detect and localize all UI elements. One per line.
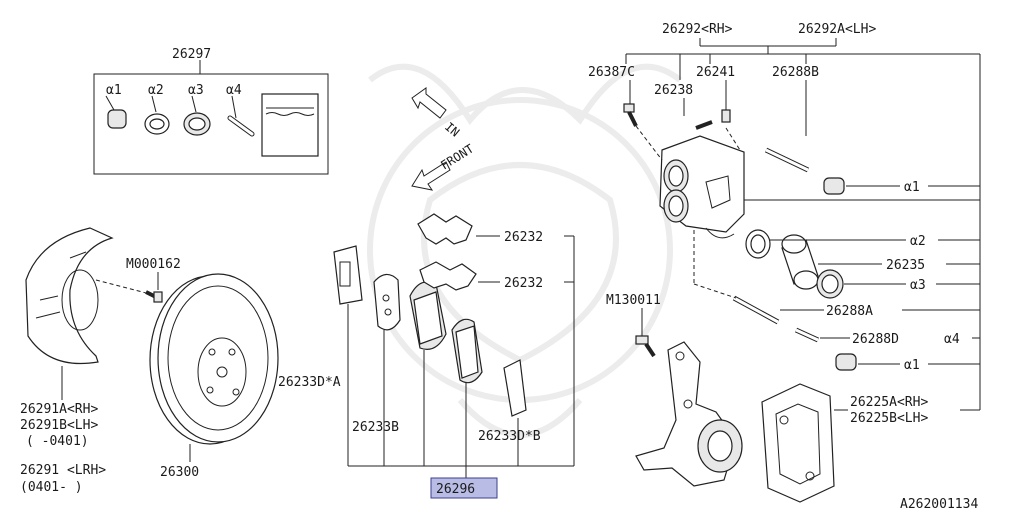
- pin-26288b: [764, 80, 810, 173]
- pin-26238-label: 26238: [654, 83, 693, 98]
- front-arrow: FRONT: [411, 142, 476, 191]
- bolt-26387c-label: 26387C: [588, 65, 635, 80]
- ref-a1-bottom-label: α1: [904, 358, 920, 373]
- pad-shim-a: [333, 245, 363, 305]
- ref-a1-top-label: α1: [904, 180, 920, 195]
- caliper-rh-label: 26292<RH>: [662, 22, 733, 37]
- kit-number: 26297: [172, 47, 211, 62]
- cover-range-a: ( -0401): [26, 434, 89, 449]
- kit-grease-pack-icon: [261, 93, 319, 157]
- bolt-m130011-label: M130011: [606, 293, 661, 308]
- piston-seal: [745, 229, 771, 259]
- diagram-id: A262001134: [900, 497, 978, 512]
- pad-bracket: [347, 235, 575, 478]
- bolt-m000162-label: M000162: [126, 257, 181, 272]
- caliper-leaders: [635, 125, 980, 411]
- piston-boot: [816, 269, 844, 299]
- dust-boot-a1-bottom: [835, 353, 857, 371]
- bolt-m000162: [95, 272, 163, 303]
- dust-cover: [25, 227, 114, 400]
- kit-box: 26297 α1 α2 α3 α4: [93, 47, 329, 175]
- cover-a-label: 26291A<RH>: [20, 402, 98, 417]
- piston-label: 26235: [886, 258, 925, 273]
- pin-26288b-label: 26288B: [772, 65, 819, 80]
- support-lh-label: 26225B<LH>: [850, 411, 928, 426]
- bleeder-26241: [721, 80, 731, 123]
- shim-b-right-label: 26233D*B: [478, 429, 541, 444]
- pad-inner: [409, 281, 447, 350]
- spring-bottom-label: 26232: [504, 276, 543, 291]
- shim-b-left-label: 26233B: [352, 420, 399, 435]
- kit-pin-icon: [227, 115, 255, 137]
- caliper-lh-label: 26292A<LH>: [798, 22, 876, 37]
- cover-range-b: (0401- ): [20, 480, 83, 495]
- caliper-support: [761, 383, 835, 503]
- shim-a-label: 26233D*A: [278, 375, 341, 390]
- pad-shim-d-b: [503, 359, 527, 417]
- pad-kit-label: 26296: [436, 482, 475, 497]
- anti-rattle-spring-bottom: [419, 261, 477, 291]
- bolt-26387c: [623, 80, 638, 127]
- pin-26288a: [732, 295, 780, 325]
- pad-kit-highlight[interactable]: 26296: [430, 477, 498, 499]
- pad-outer: [451, 318, 483, 384]
- piston-26235: [781, 234, 819, 290]
- front-arrow-label: FRONT: [438, 142, 476, 173]
- cover-b-label: 26291B<LH>: [20, 418, 98, 433]
- pin-26288a-label: 26288A: [826, 304, 873, 319]
- steering-knuckle: [635, 341, 743, 487]
- kit-boot-ring-icon: [183, 112, 211, 136]
- kit-boot-icon: [107, 109, 127, 129]
- pin-a4-label: α4: [944, 332, 960, 347]
- kit-label-a4: α4: [226, 83, 242, 98]
- kit-seal-icon: [144, 113, 170, 135]
- caliper-body: [659, 135, 745, 239]
- anti-rattle-spring-top: [417, 213, 473, 245]
- rotor-label: 26300: [160, 465, 199, 480]
- pad-shim-b: [373, 273, 401, 331]
- kit-label-a2: α2: [148, 83, 164, 98]
- pin-26238: [683, 98, 713, 130]
- caliper-bracket: [625, 38, 981, 410]
- dust-boot-a1-top: [823, 177, 845, 195]
- cover-lrh-label: 26291 <LRH>: [20, 463, 106, 478]
- pin-26288d: [794, 327, 820, 343]
- boot-a3-label: α3: [910, 278, 926, 293]
- pin-26288d-label: 26288D: [852, 332, 899, 347]
- bleeder-26241-label: 26241: [696, 65, 735, 80]
- kit-label-a1: α1: [106, 83, 122, 98]
- spring-top-label: 26232: [504, 230, 543, 245]
- disc-rotor: [149, 273, 279, 462]
- support-rh-label: 26225A<RH>: [850, 395, 928, 410]
- bolt-m130011: [635, 308, 656, 358]
- seal-a2-label: α2: [910, 234, 926, 249]
- kit-label-a3: α3: [188, 83, 204, 98]
